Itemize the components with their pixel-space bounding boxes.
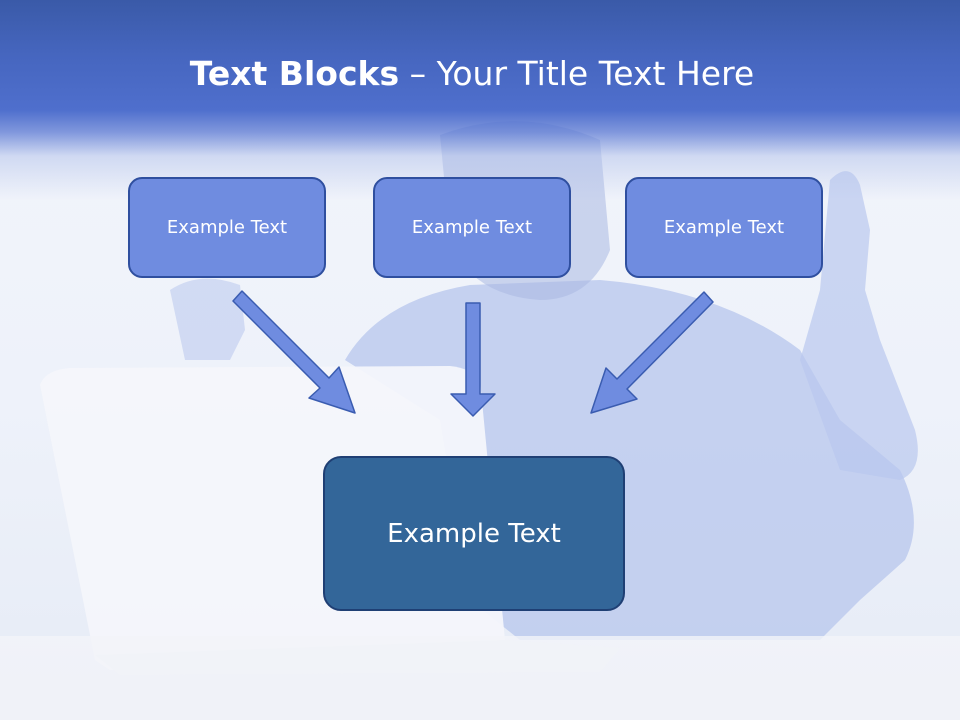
title-band: [0, 0, 960, 200]
desk-shape: [0, 636, 960, 720]
text-block-right[interactable]: Example Text: [625, 177, 823, 278]
title-rest: Your Title Text Here: [436, 54, 755, 93]
title-bold: Text Blocks: [189, 54, 400, 93]
text-block-left[interactable]: Example Text: [128, 177, 326, 278]
title-separator: –: [399, 54, 437, 93]
fist-left-shape: [170, 278, 245, 360]
slide-title: Text Blocks – Your Title Text Here: [0, 52, 944, 96]
text-block-center[interactable]: Example Text: [373, 177, 571, 278]
text-block-main[interactable]: Example Text: [323, 456, 625, 611]
arm-right-shape: [800, 171, 918, 480]
